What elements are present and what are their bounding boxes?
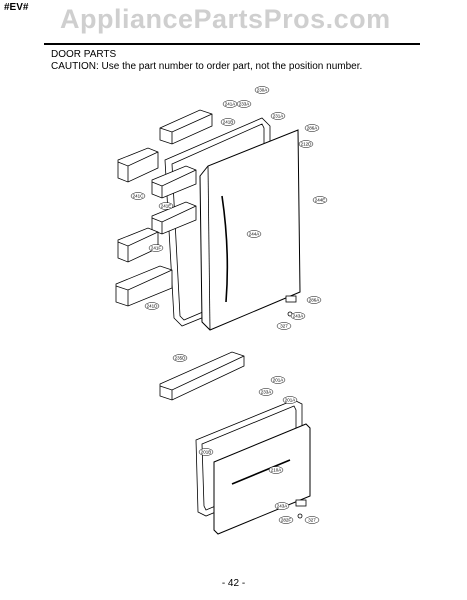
callout-label: 241D [147,304,159,309]
header-rule [44,43,420,45]
callout-label: 327 [280,324,288,329]
callout-label: 286A [307,126,318,131]
callout-label: 201A [273,378,284,383]
callout-label: 231A [273,114,284,119]
lower-callouts [172,354,320,524]
callout-label: 241A [225,102,236,107]
upper-callouts [130,86,328,330]
callout-label: 241E [161,204,172,209]
lower-door-hinge [295,499,307,519]
callout-label: 282F [281,518,292,523]
upper-door-bin-top [159,109,213,145]
upper-door-bin-bottom [115,265,173,307]
callout-label: 230A [257,88,268,93]
callout-label: 244E [315,198,326,203]
upper-door-bin-1 [117,147,159,183]
callout-label: 286A [309,298,320,303]
callout-label: 241B [223,120,234,125]
callout-label: 233A [261,390,272,395]
callout-label: 244A [249,232,260,237]
caution-note: CAUTION: Use the part number to order pa… [51,61,363,72]
callout-label: 241C [133,194,145,199]
document-code: #EV# [4,2,29,13]
callout-label: 201A [285,398,296,403]
callout-label: 327 [308,518,316,523]
section-title: DOOR PARTS [51,49,117,60]
callout-label: 243A [293,314,304,319]
lower-callout-labels: 235D 201A 233A 201A 201B 210A 243A 282F … [175,356,317,523]
lower-door-bin [159,351,245,401]
callout-label: 241F [151,246,162,251]
callout-label: 235D [175,356,187,361]
page-number: - 42 - [221,578,246,589]
upper-door-bin-2 [151,165,197,199]
callout-label: 212D [301,142,313,147]
callout-label: 201B [201,450,212,455]
watermark-logo: AppliancePartsPros.com [60,4,391,34]
callout-label: 233A [239,102,250,107]
upper-door-panel [199,129,301,331]
upper-callout-labels: 230A 241A 233A 241B 231A 286A 212D 241C … [133,88,326,329]
lower-door-panel [213,423,311,535]
callout-label: 243A [277,504,288,509]
callout-label: 210A [271,468,282,473]
